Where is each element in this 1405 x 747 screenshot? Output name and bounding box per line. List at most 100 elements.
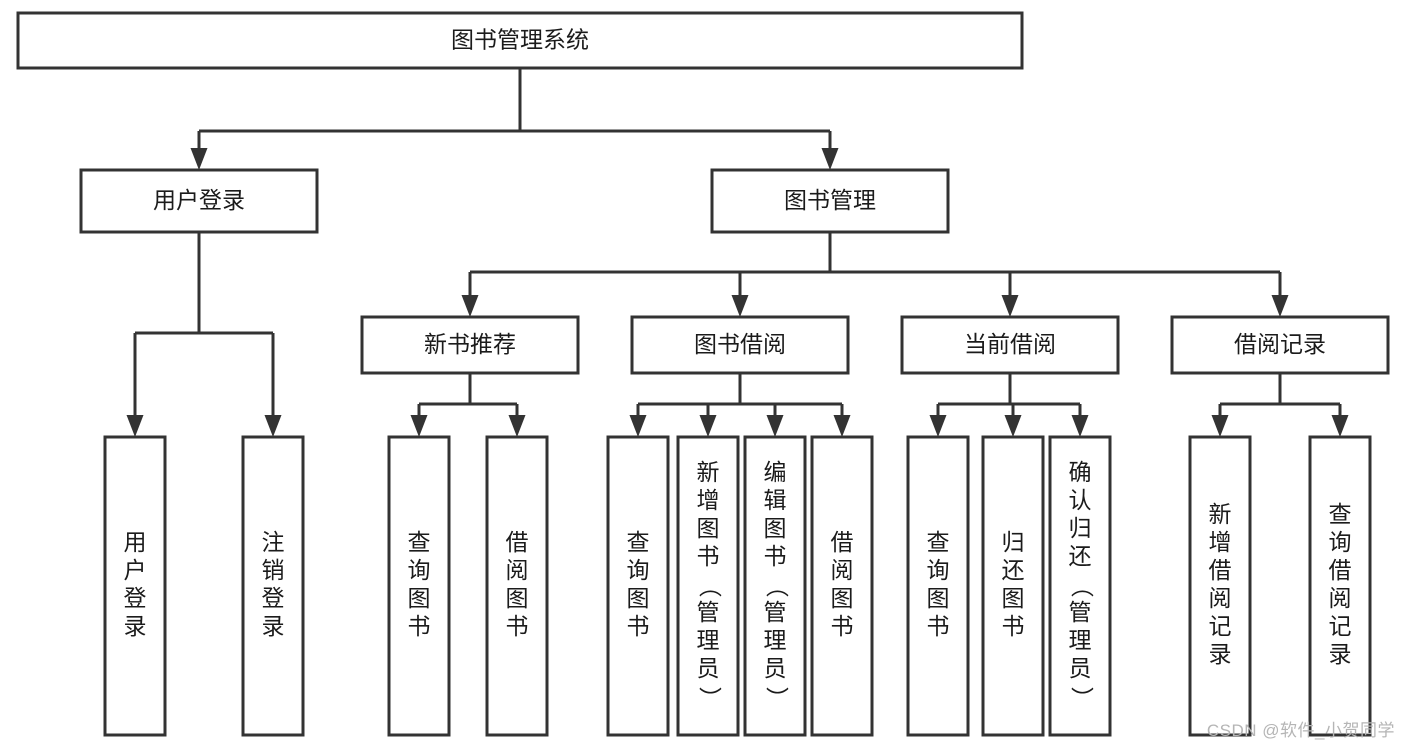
svg-text:录: 录 [1329, 641, 1352, 667]
svg-text:编: 编 [764, 459, 787, 485]
node-leaf-0-box[interactable] [103, 435, 167, 737]
node-leaf-1-box[interactable] [241, 435, 305, 737]
svg-text:确: 确 [1069, 459, 1092, 485]
node-level2-1-box[interactable] [710, 168, 950, 234]
node-root-title-label: 图书管理系统 [451, 27, 589, 53]
svg-text:销: 销 [262, 557, 285, 583]
books-branch-2-head [1001, 295, 1019, 317]
node-leaf-5-box[interactable] [676, 435, 740, 737]
books-branch-1-head [731, 295, 749, 317]
svg-text:询: 询 [927, 557, 950, 583]
node-root-title-box[interactable] [16, 11, 1024, 70]
node-level2-1[interactable]: 图书管理 [710, 168, 950, 234]
svg-text:注: 注 [262, 529, 285, 555]
svg-text:图: 图 [697, 515, 720, 541]
node-level3-0-box[interactable] [360, 315, 580, 375]
svg-text:书: 书 [697, 543, 720, 569]
group-2-child-2-head [1071, 415, 1089, 437]
node-leaf-2-box[interactable] [387, 435, 451, 737]
group-3-child-1-head [1331, 415, 1349, 437]
node-level3-1[interactable]: 图书借阅 [630, 315, 850, 375]
svg-text:阅: 阅 [506, 557, 529, 583]
node-leaf-10-box[interactable] [1048, 435, 1112, 737]
node-leaf-4-box[interactable] [606, 435, 670, 737]
svg-text:新: 新 [1209, 501, 1232, 527]
svg-text:录: 录 [262, 613, 285, 639]
svg-text:还: 还 [1002, 557, 1025, 583]
svg-text:（: （ [697, 575, 723, 598]
node-leaf-11-box[interactable] [1188, 435, 1252, 737]
node-leaf-8-box[interactable] [906, 435, 970, 737]
node-level3-2-box[interactable] [900, 315, 1120, 375]
svg-text:查: 查 [927, 529, 950, 555]
node-level2-0[interactable]: 用户登录 [79, 168, 319, 234]
node-leaf-9-box[interactable] [981, 435, 1045, 737]
svg-text:增: 增 [1209, 529, 1232, 555]
svg-text:阅: 阅 [1329, 585, 1352, 611]
svg-text:图: 图 [1002, 585, 1025, 611]
node-level2-0-box[interactable] [79, 168, 319, 234]
svg-text:（: （ [1069, 575, 1095, 598]
svg-text:书: 书 [627, 613, 650, 639]
node-level3-3[interactable]: 借阅记录 [1170, 315, 1390, 375]
svg-text:查: 查 [408, 529, 431, 555]
group-3-child-0-head [1211, 415, 1229, 437]
group-0-child-0-head [410, 415, 428, 437]
svg-text:理: 理 [764, 627, 787, 653]
node-layer: 图书管理系统用户登录图书管理新书推荐图书借阅当前借阅借阅记录用户登录注销登录查询… [16, 11, 1390, 737]
svg-text:认: 认 [1069, 487, 1092, 513]
svg-text:书: 书 [1002, 613, 1025, 639]
node-level3-0[interactable]: 新书推荐 [360, 315, 580, 375]
svg-text:户: 户 [124, 557, 147, 583]
svg-text:图: 图 [764, 515, 787, 541]
node-leaf-3-box[interactable] [485, 435, 549, 737]
svg-text:）: ） [697, 687, 723, 710]
node-root-title[interactable]: 图书管理系统 [16, 11, 1024, 70]
svg-text:（: （ [764, 575, 790, 598]
group-2-child-0-head [929, 415, 947, 437]
svg-text:阅: 阅 [1209, 585, 1232, 611]
svg-text:图: 图 [831, 585, 854, 611]
svg-text:用: 用 [124, 529, 147, 555]
group-1-child-3-head [833, 415, 851, 437]
svg-text:）: ） [764, 687, 790, 710]
node-leaf-7-box[interactable] [810, 435, 874, 737]
svg-text:书: 书 [831, 613, 854, 639]
svg-text:理: 理 [697, 627, 720, 653]
node-level2-1-label: 图书管理 [784, 187, 876, 213]
svg-text:管: 管 [764, 599, 787, 625]
group-1-child-1-head [699, 415, 717, 437]
node-leaf-6-box[interactable] [743, 435, 807, 737]
node-leaf-12-box[interactable] [1308, 435, 1372, 737]
svg-text:登: 登 [124, 585, 147, 611]
node-level3-1-box[interactable] [630, 315, 850, 375]
svg-text:借: 借 [506, 529, 529, 555]
login-branch-0-head [126, 415, 144, 437]
node-level3-2[interactable]: 当前借阅 [900, 315, 1120, 375]
node-level3-3-box[interactable] [1170, 315, 1390, 375]
svg-text:归: 归 [1002, 529, 1025, 555]
svg-text:图: 图 [627, 585, 650, 611]
node-level3-0-label: 新书推荐 [424, 331, 516, 357]
node-leaf-0[interactable]: 用户登录 [103, 435, 167, 737]
node-level3-1-label: 图书借阅 [694, 331, 786, 357]
